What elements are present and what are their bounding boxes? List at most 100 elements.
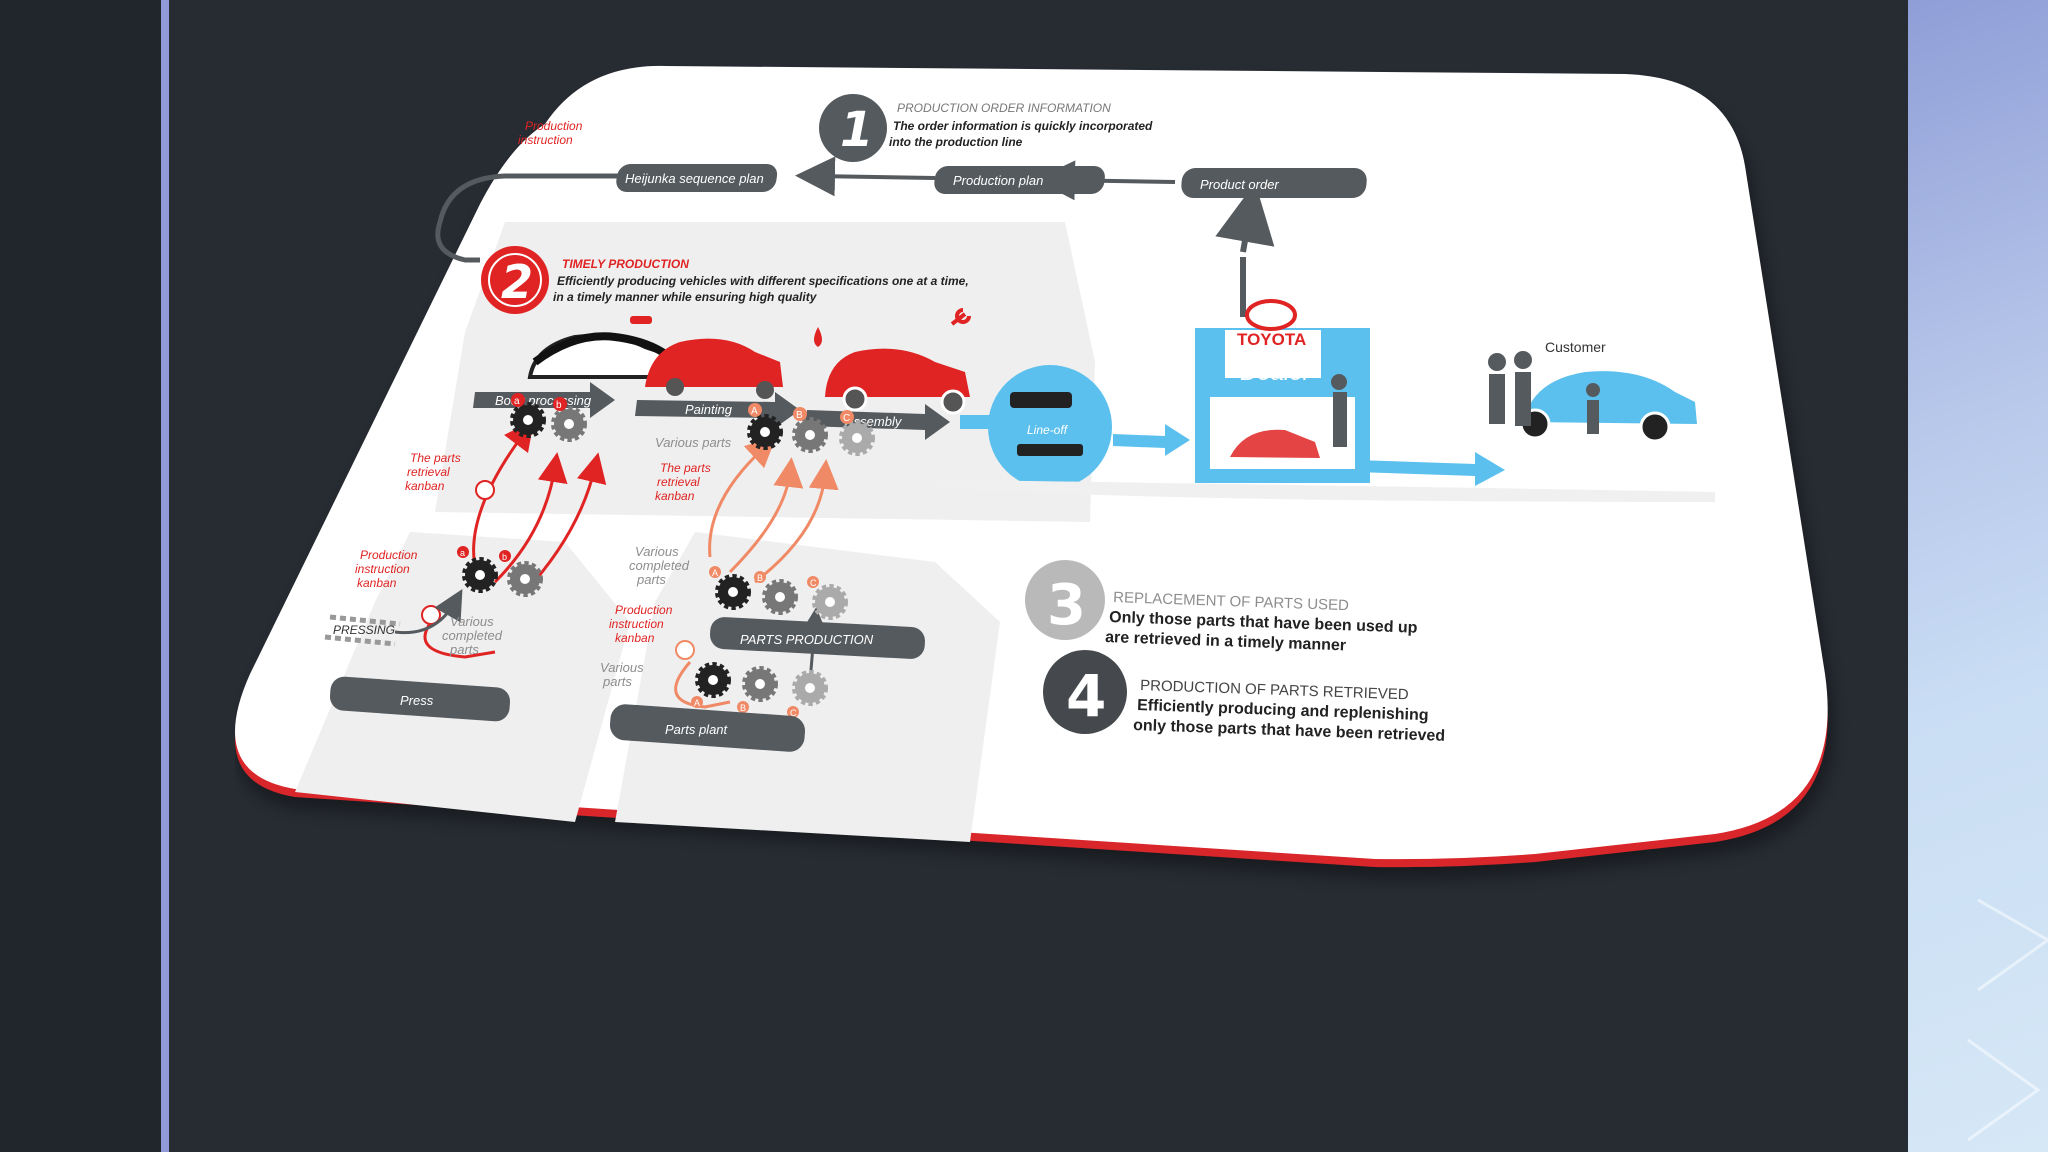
svg-text:Body processing: Body processing — [495, 393, 592, 408]
step-1-block: 1 PRODUCTION ORDER INFORMATION The order… — [819, 94, 1153, 162]
svg-text:a: a — [460, 548, 465, 558]
step-1-line-1: The order information is quickly incorpo… — [893, 119, 1153, 133]
gear-a-icon — [510, 402, 546, 438]
parts-kanban-label-1: The parts — [660, 461, 711, 475]
press-gear-gray-icon — [507, 561, 543, 597]
various-parts-label: Various parts — [655, 435, 732, 450]
painting-arrow: Painting — [635, 392, 800, 428]
step-2-line-2: in a timely manner while ensuring high q… — [553, 290, 818, 304]
svg-text:C: C — [810, 578, 817, 588]
paint-drop-icon — [814, 327, 822, 347]
assembly-gear-c-icon — [839, 420, 875, 456]
toyota-brand-text: TOYOTA — [1237, 330, 1306, 349]
parts-completed-label-3: parts — [636, 572, 666, 587]
press-various-label-1: Various — [450, 614, 494, 629]
car-painted-icon — [645, 338, 783, 399]
left-sidebar-panel — [0, 0, 163, 1152]
press-various-label-3: parts — [449, 642, 479, 657]
svg-text:Heijunka sequence plan: Heijunka sequence plan — [625, 171, 764, 186]
svg-text:b: b — [556, 400, 562, 411]
svg-text:b: b — [502, 552, 507, 562]
press-kanban-label-2: retrieval — [407, 465, 450, 479]
svg-text:Parts plant: Parts plant — [665, 722, 729, 737]
line-off-flow: Line-off — [935, 365, 1715, 502]
svg-text:B: B — [757, 573, 763, 583]
step-4-number-badge — [1043, 650, 1127, 734]
step-3-number-badge — [1025, 560, 1105, 640]
step-1-number: 1 — [840, 102, 873, 158]
press-pill: Press — [329, 676, 511, 722]
svg-text:PARTS PRODUCTION: PARTS PRODUCTION — [740, 632, 874, 647]
customer-group: Customer — [1488, 339, 1697, 443]
press-gear-dark-icon — [462, 557, 498, 593]
gear-b-icon — [551, 406, 587, 442]
product-order-pill: Product order — [1181, 168, 1367, 198]
svg-text:Painting: Painting — [685, 402, 733, 417]
gear-letter-badges-press: a b a b — [457, 393, 567, 562]
parts-various-label-1: Various — [600, 660, 644, 675]
parts-completed-label-2: completed — [629, 558, 690, 573]
line-off-label: Line-off — [1027, 423, 1069, 437]
assembly-gear-b-icon — [792, 417, 828, 453]
car-assembled-icon — [825, 348, 970, 415]
svg-text:B: B — [796, 410, 803, 421]
press-kanban-label-1: The parts — [410, 451, 461, 465]
parts-kanban-label-3: kanban — [655, 489, 695, 503]
step-1-number-badge — [819, 94, 887, 162]
step-1-title: PRODUCTION ORDER INFORMATION — [897, 101, 1111, 115]
step-4-block: 4 PRODUCTION OF PARTS RETRIEVED Efficien… — [1043, 650, 1445, 745]
svg-text:B: B — [740, 703, 746, 713]
step-1-line-2: into the production line — [889, 135, 1023, 149]
step-3-number: 3 — [1047, 573, 1086, 638]
customer-label: Customer — [1545, 339, 1606, 355]
paint-gun-icon — [630, 316, 652, 324]
svg-text:C: C — [843, 413, 850, 424]
parts-gear-row-2 — [695, 662, 828, 706]
step-2-line-1: Efficiently producing vehicles with diff… — [557, 274, 969, 288]
step-2-number: 2 — [501, 255, 533, 309]
parts-completed-label-1: Various — [635, 544, 679, 559]
toyota-logo-icon — [1245, 299, 1297, 331]
gear-letter-badges-parts: A B C A B C A B C — [691, 403, 854, 718]
dealer-building: TOYOTA Dealer — [1195, 299, 1370, 483]
parts-prod-label-1: Production — [615, 603, 673, 617]
production-instruction-label-2: instruction — [518, 133, 573, 147]
parts-kanban-label-2: retrieval — [657, 475, 700, 489]
toyota-production-diagram: 1 PRODUCTION ORDER INFORMATION The order… — [235, 62, 1850, 1027]
dealer-label: Dealer — [1240, 359, 1312, 386]
left-edge-accent — [161, 0, 169, 1152]
parts-production-pill: PARTS PRODUCTION — [710, 617, 925, 659]
production-instruction-label-1: Production — [525, 119, 583, 133]
svg-text:a: a — [514, 396, 520, 407]
svg-text:A: A — [694, 698, 700, 708]
heijunka-pill: Heijunka sequence plan — [616, 164, 778, 192]
parts-plant-pill: Parts plant — [609, 704, 806, 752]
press-prod-label-2: instruction — [355, 562, 410, 576]
press-prod-label-3: kanban — [357, 576, 397, 590]
step-4-number: 4 — [1066, 662, 1106, 730]
assembly-gear-a-icon — [747, 414, 783, 450]
right-decorative-strip — [1908, 0, 2048, 1152]
parts-prod-label-3: kanban — [615, 631, 655, 645]
press-kanban-loop — [421, 419, 607, 659]
svg-text:Press: Press — [400, 693, 434, 708]
parts-gear-row-1 — [715, 574, 848, 620]
svg-text:Production plan: Production plan — [953, 173, 1043, 188]
svg-text:A: A — [712, 568, 718, 578]
wrench-icon — [950, 308, 971, 326]
press-various-label-2: completed — [442, 628, 503, 643]
svg-text:C: C — [790, 708, 797, 718]
press-prod-label-1: Production — [360, 548, 418, 562]
chevron-decoration-icon — [1967, 898, 2048, 1142]
pressing-marker: PRESSING — [324, 588, 463, 647]
parts-various-label-2: parts — [602, 674, 632, 689]
step-2-number-badge — [481, 246, 549, 314]
svg-text:PRESSING: PRESSING — [333, 623, 395, 637]
press-kanban-label-3: kanban — [405, 479, 445, 493]
step-2-title: TIMELY PRODUCTION — [562, 257, 689, 271]
car-body-icon — [527, 332, 678, 379]
svg-text:A: A — [751, 406, 758, 417]
parts-prod-label-2: instruction — [609, 617, 664, 631]
svg-text:Product order: Product order — [1200, 177, 1279, 192]
production-plan-pill: Production plan — [934, 166, 1105, 194]
